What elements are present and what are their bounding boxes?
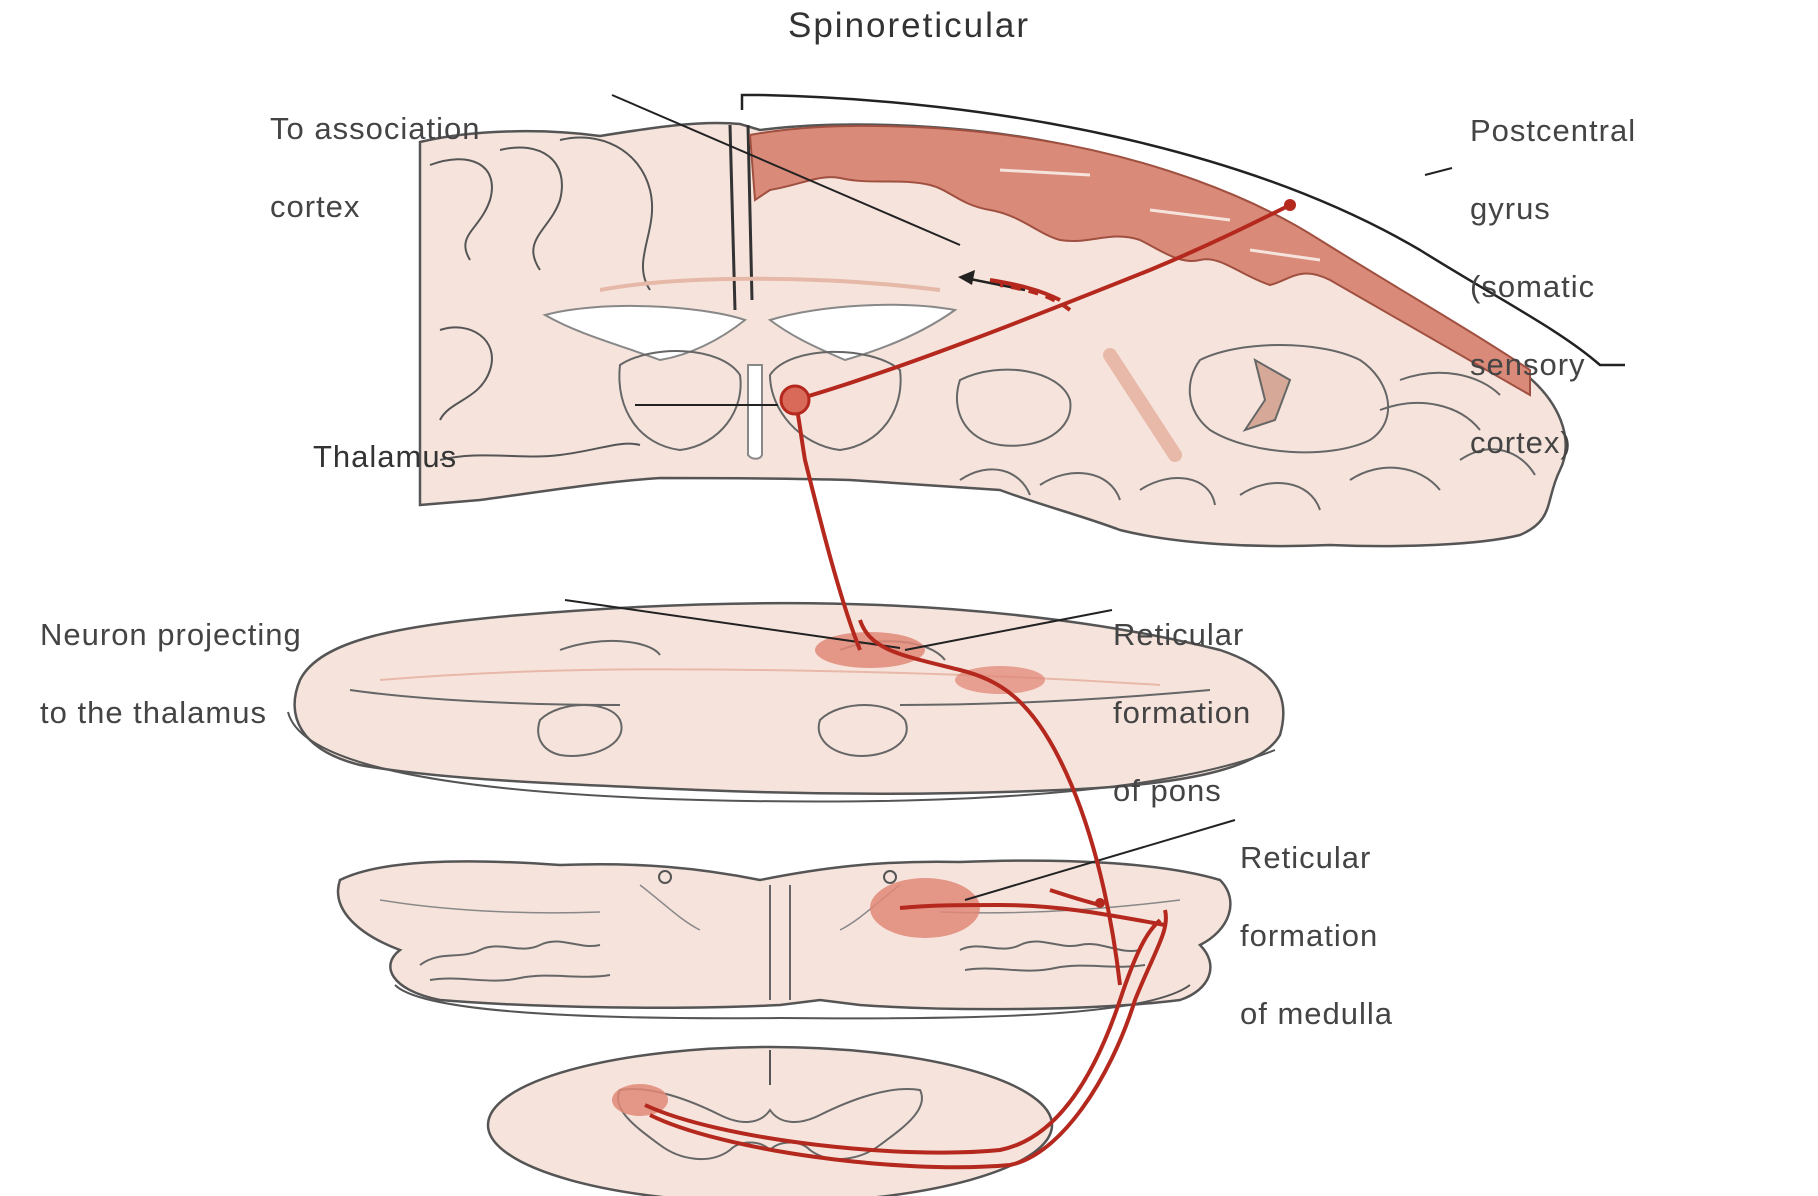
medulla-outline xyxy=(338,861,1230,1010)
label-line: to the thalamus xyxy=(40,700,302,726)
spinal-cord-section xyxy=(488,1047,1052,1196)
label-line: sensory xyxy=(1470,352,1636,378)
label-reticular-medulla: Reticular formation of medulla xyxy=(1240,793,1393,1079)
label-line: (somatic xyxy=(1470,274,1636,300)
medulla-section xyxy=(338,820,1235,1018)
label-line: Thalamus xyxy=(313,444,457,470)
label-line: formation xyxy=(1240,923,1393,949)
label-line: Reticular xyxy=(1240,845,1393,871)
third-ventricle xyxy=(748,365,762,459)
label-line: formation xyxy=(1113,700,1251,726)
medulla-terminal xyxy=(1095,898,1105,908)
label-postcentral-gyrus: Postcentral gyrus (somatic sensory corte… xyxy=(1470,66,1636,508)
thalamus-nucleus xyxy=(781,386,809,414)
label-neuron-projecting: Neuron projecting to the thalamus xyxy=(40,570,302,778)
label-line: Reticular xyxy=(1113,622,1251,648)
label-line: Postcentral xyxy=(1470,118,1636,144)
label-association-cortex: To association cortex xyxy=(270,64,480,272)
pons-reticular-nucleus-2 xyxy=(955,666,1045,694)
label-line: of medulla xyxy=(1240,1001,1393,1027)
label-line: of pons xyxy=(1113,778,1251,804)
label-thalamus: Thalamus xyxy=(313,392,457,522)
label-line: To association xyxy=(270,116,480,142)
label-line: cortex) xyxy=(1470,430,1636,456)
label-line: gyrus xyxy=(1470,196,1636,222)
label-line: cortex xyxy=(270,194,480,220)
diagram-title: Spinoreticular xyxy=(0,6,1818,46)
label-reticular-pons: Reticular formation of pons xyxy=(1113,570,1251,856)
label-line: Neuron projecting xyxy=(40,622,302,648)
postcentral-leader xyxy=(1425,168,1452,175)
cortex-terminal xyxy=(1284,199,1296,211)
